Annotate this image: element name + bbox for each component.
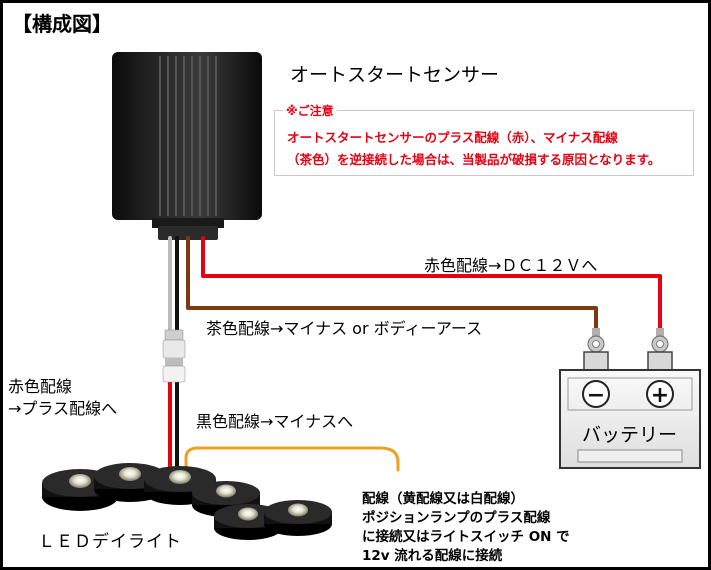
note-line-1: 配線（黄配線又は白配線） [362,491,524,507]
caution-notice: ※ご注意 オートスタートセンサーのプラス配線（赤）、マイナス配線 （茶色）を逆接… [274,102,694,176]
red-wire-dc12v [201,236,662,332]
note-line-4: 12v 流れる配線に接続 [362,548,503,564]
yellow-wire [184,446,400,480]
battery-label: バッテリー [582,424,678,446]
note-line-2: ポジションランプのプラス配線 [362,510,551,526]
caution-line-1: オートスタートセンサーのプラス配線（赤）、マイナス配線 [287,130,618,145]
led-label: ＬＥＤデイライト [38,532,182,552]
led-daylight-array [42,463,332,540]
battery-minus-symbol: − [587,383,605,408]
caution-line-2: （茶色）を逆接続した場合は、当製品が破損する原因となります。 [287,152,661,167]
battery-minus-terminal-icon [582,380,610,408]
battery [559,351,701,469]
wire-connector [162,329,186,383]
red-wire-label: 赤色配線→ＤＣ１２Ｖへ [424,256,598,275]
battery-plus-symbol: + [651,383,669,408]
sensor-label: オートスタートセンサー [290,64,500,86]
sensor-unit [112,52,262,240]
battery-plus-terminal-icon [646,380,674,408]
brown-wire-ground [186,236,598,332]
diagram-title: 【構成図】 [12,12,112,36]
caution-heading: ※ご注意 [283,102,337,119]
note-line-3: に接続又はライトスイッチ ON で [362,529,570,545]
red-plus-label-line-2: →プラス配線へ [8,399,118,418]
led-unit [264,500,332,536]
ring-terminal-red [651,328,669,353]
black-wire-label: 黒色配線→マイナスへ [196,412,354,431]
ring-terminal-brown [587,328,605,353]
red-plus-label-line-1: 赤色配線 [8,377,73,396]
brown-wire-label: 茶色配線→マイナス or ボディーアース [206,319,483,338]
